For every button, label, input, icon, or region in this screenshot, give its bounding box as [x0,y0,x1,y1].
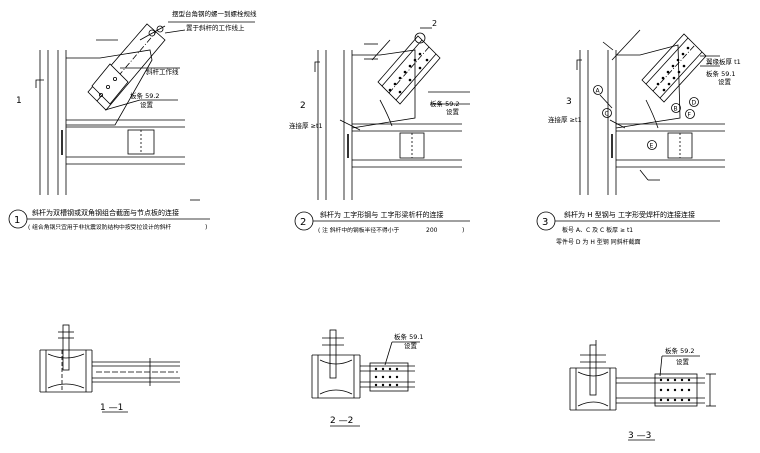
detail-3-note-plate: 板条 59.1 [706,69,736,78]
detail-3-letter-e: E [650,143,654,150]
section-3-drawing [569,340,716,411]
detail-3-letter-c: C [605,111,609,118]
detail-3-line3: 零件号 D 为 H 型钢 同斜杆截面 [556,238,641,246]
detail-1-note-set: 设置 [140,100,154,109]
detail-1-number: 1 [14,215,20,226]
detail-1-note-top2: 置于斜杆的工作线上 [186,23,245,32]
detail-2-number: 2 [300,217,306,228]
detail-3-letter-f: F [688,112,692,119]
section-3-note-set: 设置 [676,357,690,366]
detail-1-section-mark: 1 [16,96,22,106]
section-3-note-plate: 板条 59.2 [665,346,695,355]
detail-1-title: 斜杆为双槽钢或双角钢组合截面与节点板的连接 [32,208,179,217]
detail-3-letter-d: D [692,100,697,107]
detail-2-subtitle-value: 200 [426,227,438,234]
detail-1-note-work: 斜杆工作线 [146,67,179,76]
detail-1-subtitle: ( 组合角钢只宜用于非抗震设防结构中按受拉设计的斜杆 [28,223,171,231]
section-3-label: 3 —3 [628,431,651,441]
detail-2-title: 斜杆为 工字形钢与 工字形梁析杆的连接 [320,210,443,219]
detail-3-drawing [576,29,725,195]
section-2-label: 2 —2 [330,416,353,426]
detail-3-line2: 板号 A、C 及 C 板厚 ≥ t1 [562,226,633,234]
section-1-drawing [39,324,180,393]
detail-2-subtitle-end: ) [462,227,464,234]
detail-1-subtitle-end: ) [205,224,207,231]
detail-1-note-plate: 板条 59.2 [130,91,160,100]
detail-3-note-thick: 连接厚 ≥t1 [548,115,582,124]
section-2-note-plate: 板条 59.1 [394,332,424,341]
section-2-drawing [311,329,420,399]
section-1-label: 1 —1 [100,403,123,413]
detail-2-subtitle: ( 注 斜杆中的钢板半径不得小于 [318,226,400,234]
detail-2-drawing [314,27,470,200]
detail-2-section-mark: 2 [300,101,306,111]
detail-2-callout: 2 [432,19,437,28]
detail-3-note-set: 设置 [718,77,732,86]
detail-1-drawing [35,21,255,201]
section-2-note-set: 设置 [404,341,418,350]
detail-3-title: 斜杆为 H 型钢与 工字形受焊杆的连接连接 [564,210,695,219]
detail-2-note-thick: 连接厚 ≥t1 [289,121,323,130]
detail-3-section-mark: 3 [566,97,572,107]
detail-3-number: 3 [542,217,548,228]
detail-3-letter-b: B [674,106,678,113]
detail-3-letter-a: A [596,88,601,95]
detail-3-note-thick-top: 翼缘板厚 t1 [706,57,741,66]
detail-1-note-top1: 摆型台角钢的螺一到螺栓规线 [172,9,257,18]
detail-2-note-set: 设置 [446,107,460,116]
detail-2-note-plate: 板条 59.2 [430,99,460,108]
